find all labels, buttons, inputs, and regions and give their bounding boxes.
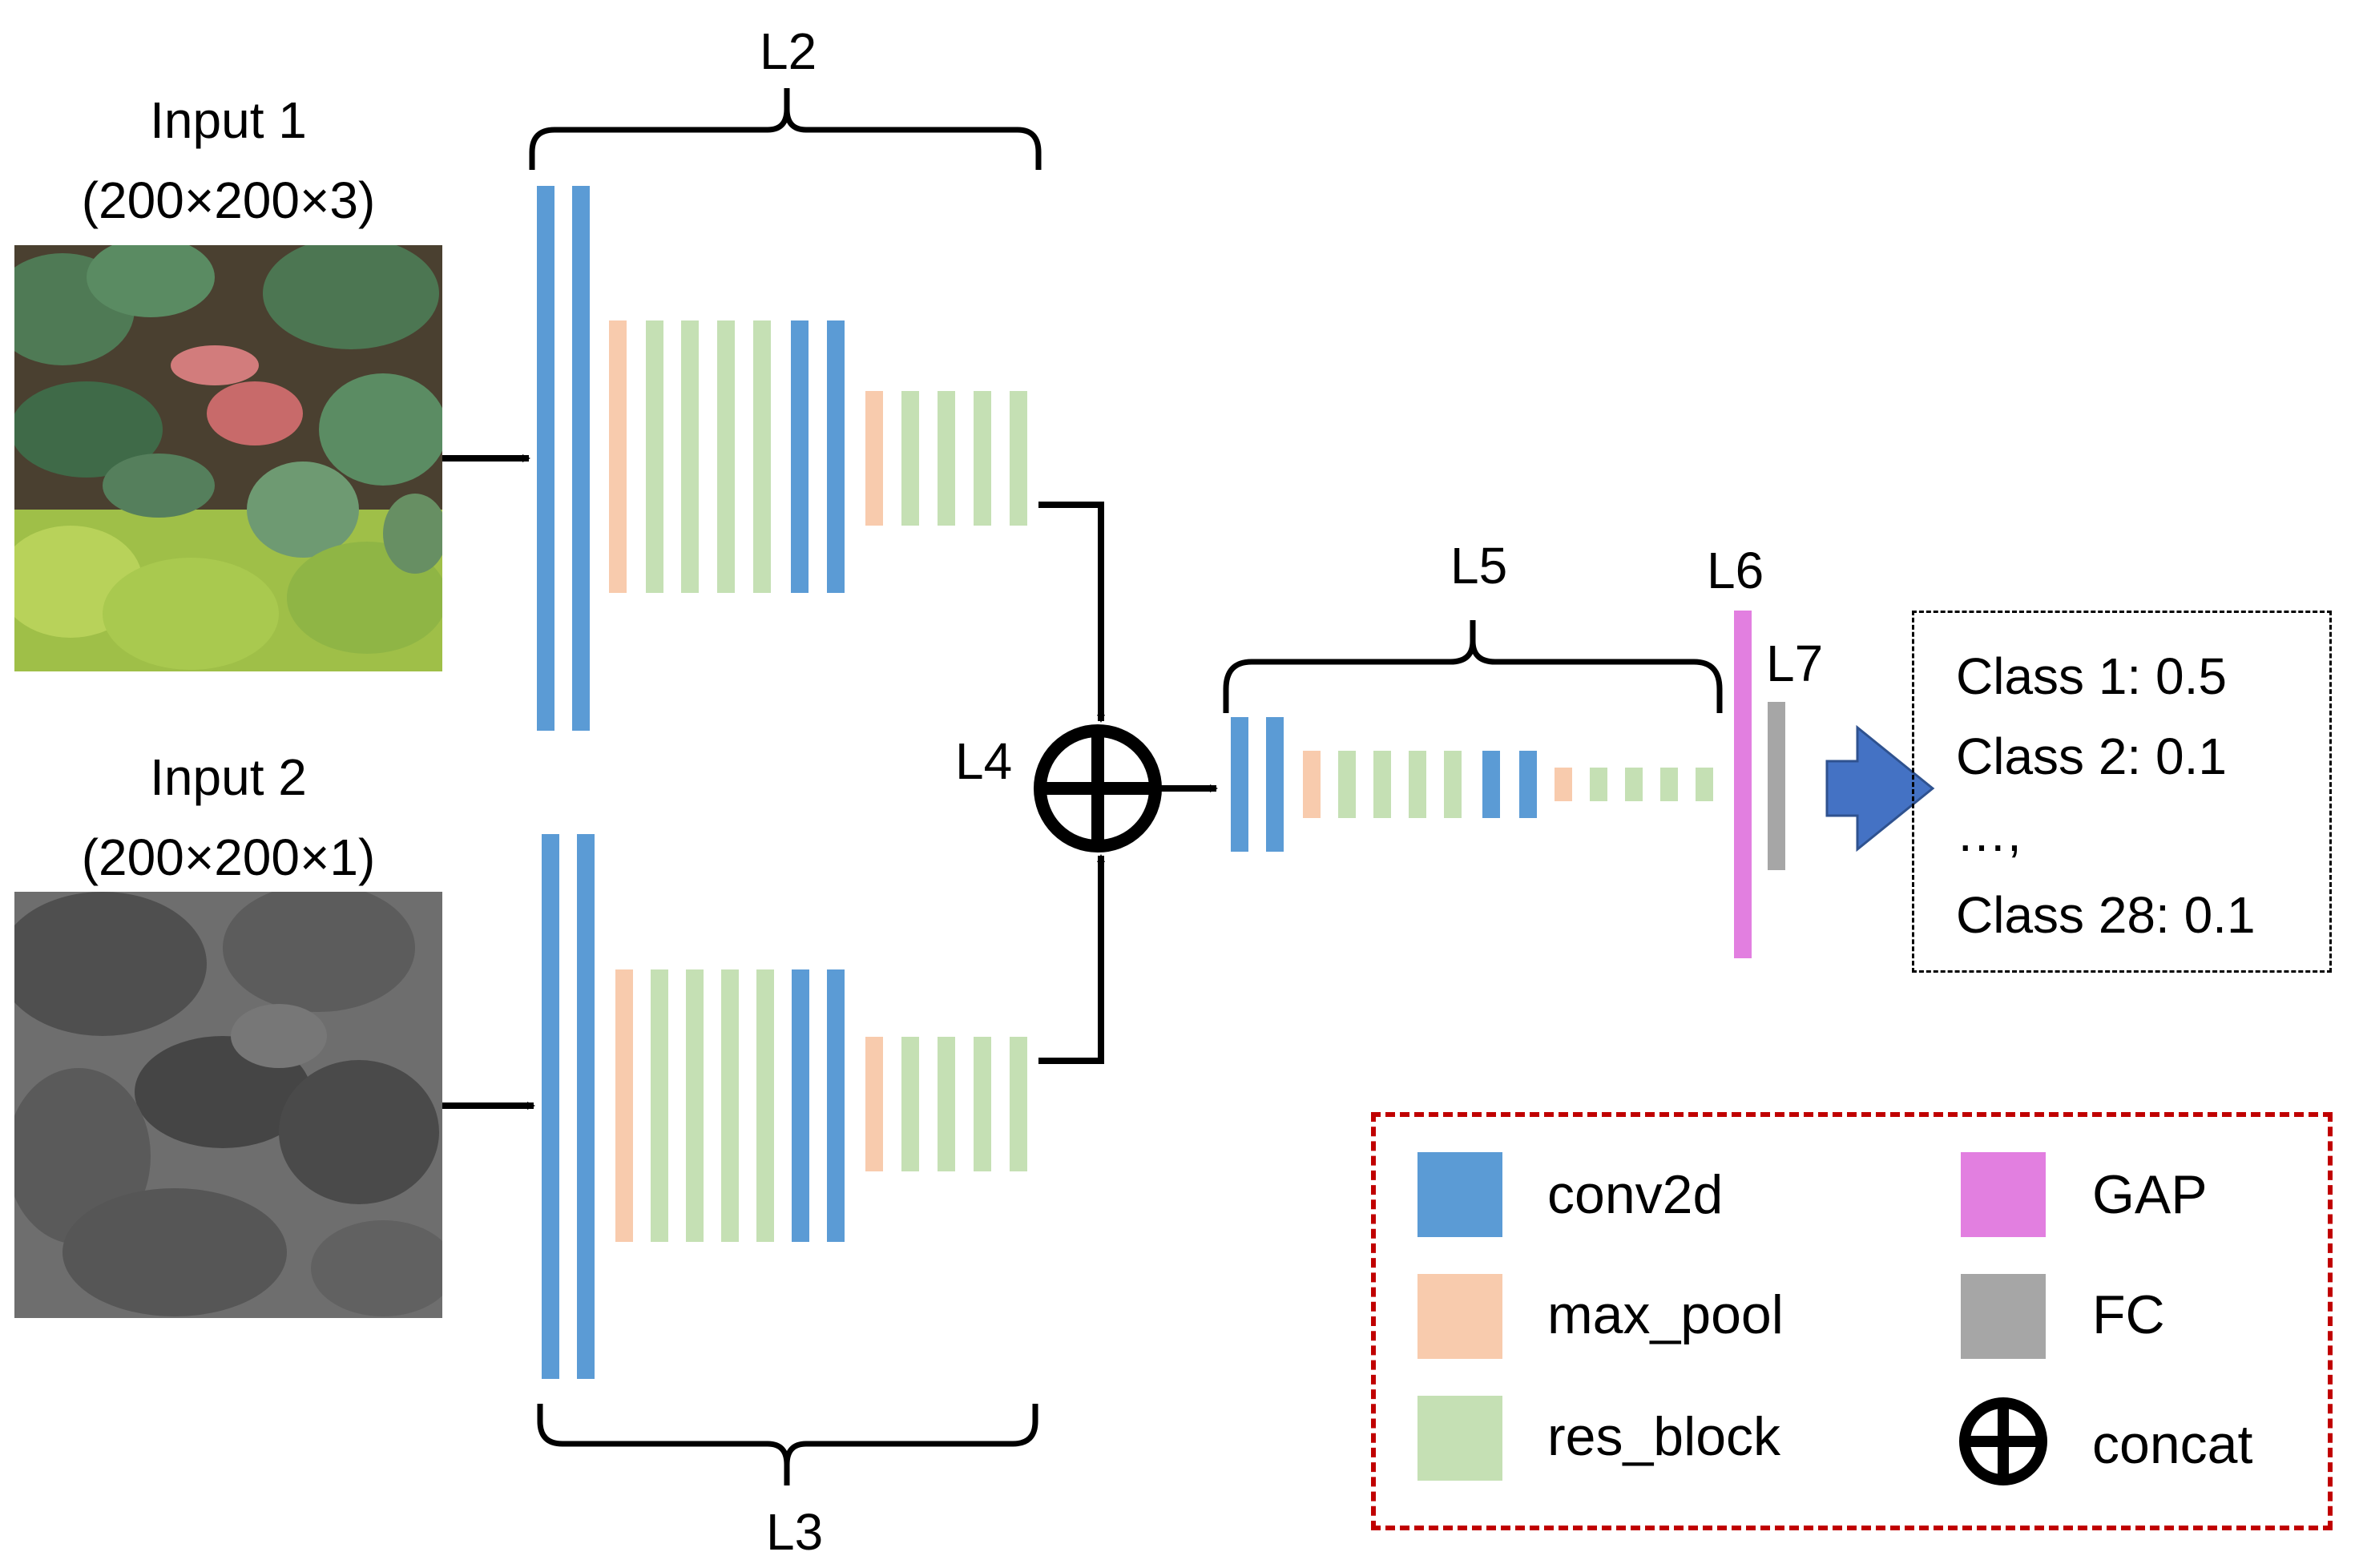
res-block: [901, 391, 919, 526]
fc-layer: [1768, 702, 1785, 870]
max-pool-block: [1303, 751, 1321, 818]
conv2d-block: [1266, 717, 1284, 852]
output-line: Class 28: 0.1: [1956, 886, 2256, 944]
layer-label-l5: L5: [1450, 537, 1508, 595]
brace-l3: [537, 1404, 1038, 1485]
output-arrow-icon: [1825, 724, 1935, 853]
conv2d-block: [1231, 717, 1248, 852]
concat-icon: [1034, 724, 1162, 853]
output-line: Class 1: 0.5: [1956, 647, 2227, 705]
input-1-image: [14, 245, 442, 671]
res-block: [1338, 751, 1356, 818]
branch-1-layers: [537, 186, 1027, 731]
max-pool-block: [865, 391, 883, 526]
res-block: [1696, 768, 1713, 801]
input-2-image: [14, 892, 442, 1318]
res-block: [646, 320, 663, 593]
conv2d-block: [1482, 751, 1500, 818]
branch-1-connector: [1038, 502, 1105, 723]
legend-swatch-res-block: [1417, 1396, 1502, 1481]
res-block: [1590, 768, 1607, 801]
legend-swatch-gap: [1961, 1152, 2046, 1237]
conv2d-block: [577, 834, 595, 1379]
res-block: [753, 320, 771, 593]
conv2d-block: [827, 969, 845, 1242]
max-pool-block: [865, 1037, 883, 1171]
conv2d-block: [791, 320, 809, 593]
legend-swatch-conv2d: [1417, 1152, 1502, 1237]
legend-swatch-max-pool: [1417, 1274, 1502, 1359]
res-block: [717, 320, 735, 593]
res-block: [938, 391, 955, 526]
layer-label-l3: L3: [766, 1503, 824, 1561]
res-block: [1373, 751, 1391, 818]
conv2d-block: [827, 320, 845, 593]
layer-label-l4: L4: [955, 732, 1013, 790]
res-block: [1625, 768, 1643, 801]
res-block: [721, 969, 739, 1242]
res-block: [681, 320, 699, 593]
branch-2-layers: [542, 834, 1027, 1379]
conv2d-block: [572, 186, 590, 731]
legend-label-concat: concat: [2092, 1414, 2253, 1475]
input-1-dims: (200×200×3): [81, 171, 376, 229]
res-block: [974, 1037, 991, 1171]
res-block: [1409, 751, 1426, 818]
concat-circle-plus-icon: [1959, 1397, 2047, 1485]
res-block: [974, 391, 991, 526]
res-block: [651, 969, 668, 1242]
conv2d-block: [542, 834, 559, 1379]
output-box: Class 1: 0.5 Class 2: 0.1 …, Class 28: 0…: [1912, 611, 2332, 973]
conv2d-block: [1519, 751, 1537, 818]
input-2-dims: (200×200×1): [81, 828, 376, 886]
res-block: [1010, 1037, 1027, 1171]
res-block: [686, 969, 704, 1242]
res-block: [901, 1037, 919, 1171]
res-block: [1010, 391, 1027, 526]
gap-layer: [1734, 611, 1752, 958]
layer-label-l7: L7: [1766, 635, 1824, 692]
legend-label-conv2d: conv2d: [1547, 1164, 1724, 1225]
conv2d-block: [792, 969, 809, 1242]
output-line: Class 2: 0.1: [1956, 728, 2227, 785]
legend-label-gap: GAP: [2092, 1164, 2208, 1225]
res-block: [938, 1037, 955, 1171]
max-pool-block: [609, 320, 627, 593]
brace-l2: [529, 88, 1042, 170]
layer-label-l2: L2: [760, 22, 817, 80]
legend-label-fc: FC: [2092, 1284, 2165, 1345]
legend-label-max-pool: max_pool: [1547, 1284, 1784, 1345]
merged-layers: [1231, 611, 1785, 958]
res-block: [1444, 751, 1462, 818]
input-2-title: Input 2: [150, 748, 307, 806]
legend-label-res-block: res_block: [1547, 1406, 1781, 1467]
max-pool-block: [615, 969, 633, 1242]
legend-swatch-fc: [1961, 1274, 2046, 1359]
res-block: [1660, 768, 1678, 801]
layer-label-l6: L6: [1707, 542, 1764, 599]
res-block: [756, 969, 774, 1242]
branch-2-connector: [1038, 854, 1105, 1064]
max-pool-block: [1555, 768, 1572, 801]
brace-l5: [1223, 620, 1723, 713]
conv2d-block: [537, 186, 554, 731]
output-line: …,: [1956, 804, 2022, 862]
legend: conv2d max_pool res_block GAP FC concat: [1371, 1112, 2333, 1530]
input-1-title: Input 1: [150, 91, 307, 149]
